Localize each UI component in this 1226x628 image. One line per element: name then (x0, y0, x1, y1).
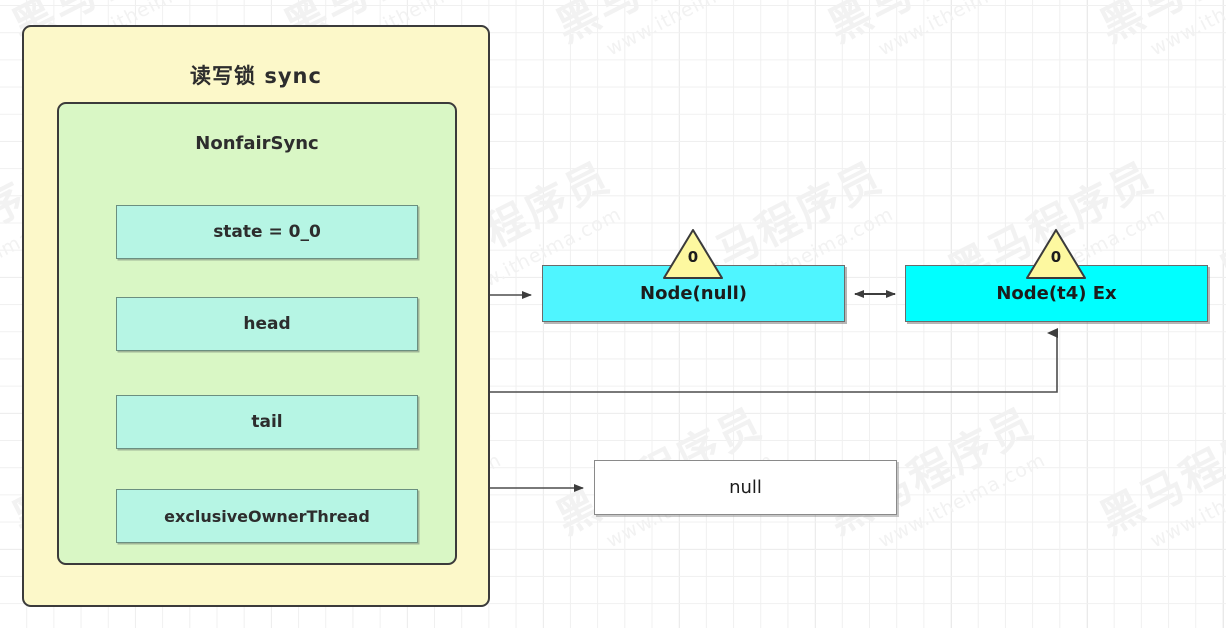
waitstatus-value-node-null: 0 (687, 248, 699, 266)
nonfairsync-panel-title: NonfairSync (195, 133, 319, 154)
node-t4-label: Node(t4) Ex (996, 283, 1117, 304)
node-null-label: Node(null) (640, 283, 747, 304)
field-head-label: head (243, 314, 291, 334)
sync-panel: 读写锁 sync NonfairSync state = 0_0 head ta… (22, 25, 490, 607)
owner-value-label: null (729, 477, 762, 498)
field-tail-label: tail (251, 412, 283, 432)
field-head: head (116, 297, 418, 351)
field-state-label: state = 0_0 (213, 222, 321, 242)
nonfairsync-panel: NonfairSync state = 0_0 head tail exclus… (57, 102, 457, 565)
sync-panel-title: 读写锁 sync (190, 64, 322, 88)
triangle-icon (1026, 229, 1086, 279)
waitstatus-triangle-node-null: 0 (662, 228, 724, 280)
waitstatus-triangle-node-t4: 0 (1025, 228, 1087, 280)
field-exclusive-owner-thread-label: exclusiveOwnerThread (164, 506, 370, 526)
triangle-icon (663, 229, 723, 279)
field-tail: tail (116, 395, 418, 449)
owner-value-box: null (594, 460, 897, 515)
waitstatus-value-node-t4: 0 (1050, 248, 1062, 266)
node-t4-exclusive-box: Node(t4) Ex (905, 265, 1208, 322)
field-state: state = 0_0 (116, 205, 418, 259)
field-exclusive-owner-thread: exclusiveOwnerThread (116, 489, 418, 543)
